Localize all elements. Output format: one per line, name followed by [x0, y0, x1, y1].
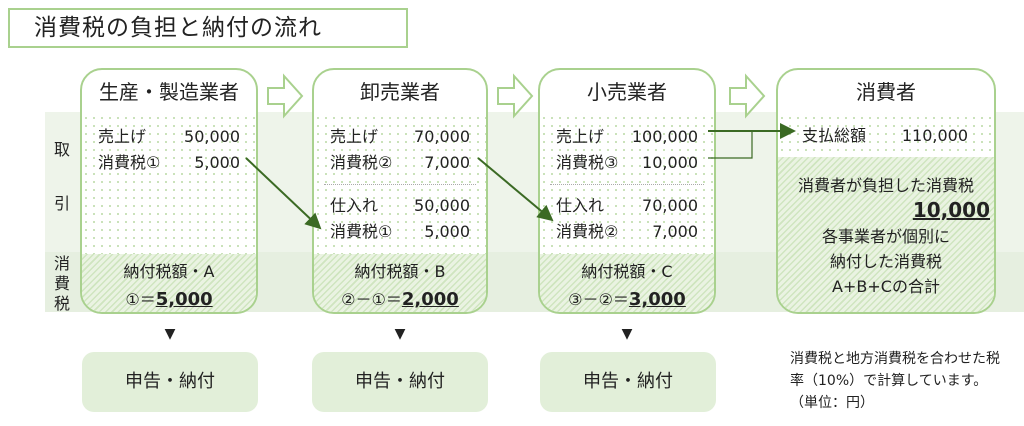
payment-section: 納付税額・C ③－②＝3,000: [540, 254, 714, 312]
payment-title: 納付税額・B: [354, 262, 446, 281]
payment-section: 納付税額・B ②－①＝2,000: [314, 254, 486, 312]
tax-value: 10,000: [642, 153, 698, 172]
sum-line-3: A+B+Cの合計: [832, 277, 940, 296]
tax-flow-arrow: [245, 157, 322, 230]
down-triangle-icon: ▼: [164, 326, 176, 342]
card-title: 小売業者: [587, 80, 667, 104]
tax-value: 5,000: [194, 153, 240, 172]
sum-line-1: 各事業者が個別に: [821, 227, 950, 246]
tax-label: 消費税②: [330, 153, 393, 172]
tax-label: 消費税①: [98, 153, 161, 172]
payment-formula: ①＝: [125, 290, 156, 309]
side-label-tax: 消費税: [45, 254, 79, 314]
card-title: 生産・製造業者: [99, 80, 239, 104]
burden-label: 消費者が負担した消費税: [797, 176, 974, 195]
side-label-transaction: 取引: [45, 140, 79, 214]
paid-value: 110,000: [901, 126, 968, 145]
payment-amount: 5,000: [155, 289, 213, 310]
page-title: 消費税の負担と納付の流れ: [8, 8, 408, 48]
sales-value: 70,000: [414, 127, 470, 146]
burden-value: 10,000: [912, 198, 990, 222]
purchase-tax-label: 消費税①: [330, 222, 393, 241]
side-char: 消: [53, 254, 70, 273]
tax-label: 消費税③: [556, 153, 619, 172]
card-title: 卸売業者: [360, 80, 440, 104]
footnote: 消費税と地方消費税を合わせた税率（10%）で計算しています。（単位：円）: [790, 351, 1000, 411]
card-consumer: 消費者 支払総額 110,000 消費者が負担した消費税 10,000 各事業者が…: [776, 68, 996, 314]
down-triangle-icon: ▼: [621, 326, 633, 342]
card-wholesaler: 卸売業者 売上げ 70,000 消費税② 7,000 仕入れ 50,000 消費税① 5…: [312, 68, 488, 314]
tax-connector: [708, 131, 753, 159]
purchase-value: 70,000: [642, 196, 698, 215]
sales-label: 売上げ: [98, 127, 147, 146]
sales-value: 100,000: [631, 127, 698, 146]
paid-label: 支払総額: [802, 126, 867, 145]
side-char: 取: [53, 140, 70, 159]
block-arrow-icon: [497, 73, 534, 119]
divider: [550, 184, 704, 185]
filing-payment-button[interactable]: 申告・納付: [540, 352, 716, 412]
payment-formula: ②－①＝: [341, 290, 402, 309]
divider: [324, 184, 476, 185]
sales-value: 50,000: [184, 127, 240, 146]
purchase-value: 50,000: [414, 196, 470, 215]
side-char: 引: [53, 194, 70, 213]
payment-title: 納付税額・A: [123, 262, 215, 281]
side-char: 費: [53, 274, 70, 293]
sales-label: 売上げ: [556, 127, 605, 146]
down-triangle-icon: ▼: [394, 326, 406, 342]
card-title: 消費者: [856, 80, 916, 104]
sum-line-2: 納付した消費税: [829, 252, 942, 271]
purchase-label: 仕入れ: [330, 196, 379, 215]
purchase-tax-value: 7,000: [652, 222, 698, 241]
payment-amount: 2,000: [401, 289, 459, 310]
purchase-tax-value: 5,000: [424, 222, 470, 241]
payment-section: 納付税額・A ①＝5,000: [82, 254, 256, 312]
tax-value: 7,000: [424, 153, 470, 172]
tax-flow-arrow: [477, 157, 554, 222]
payment-title: 納付税額・C: [581, 262, 673, 281]
sales-label: 売上げ: [330, 127, 379, 146]
payment-formula: ③－②＝: [568, 290, 629, 309]
card-retailer: 小売業者 売上げ 100,000 消費税③ 10,000 仕入れ 70,000 消費税…: [538, 68, 716, 314]
purchase-label: 仕入れ: [556, 196, 605, 215]
block-arrow-icon: [267, 73, 304, 119]
purchase-tax-label: 消費税②: [556, 222, 619, 241]
filing-payment-button[interactable]: 申告・納付: [82, 352, 258, 412]
side-char: 税: [53, 294, 70, 313]
payment-amount: 3,000: [628, 289, 686, 310]
block-arrow-icon: [729, 73, 766, 119]
filing-payment-button[interactable]: 申告・納付: [312, 352, 488, 412]
